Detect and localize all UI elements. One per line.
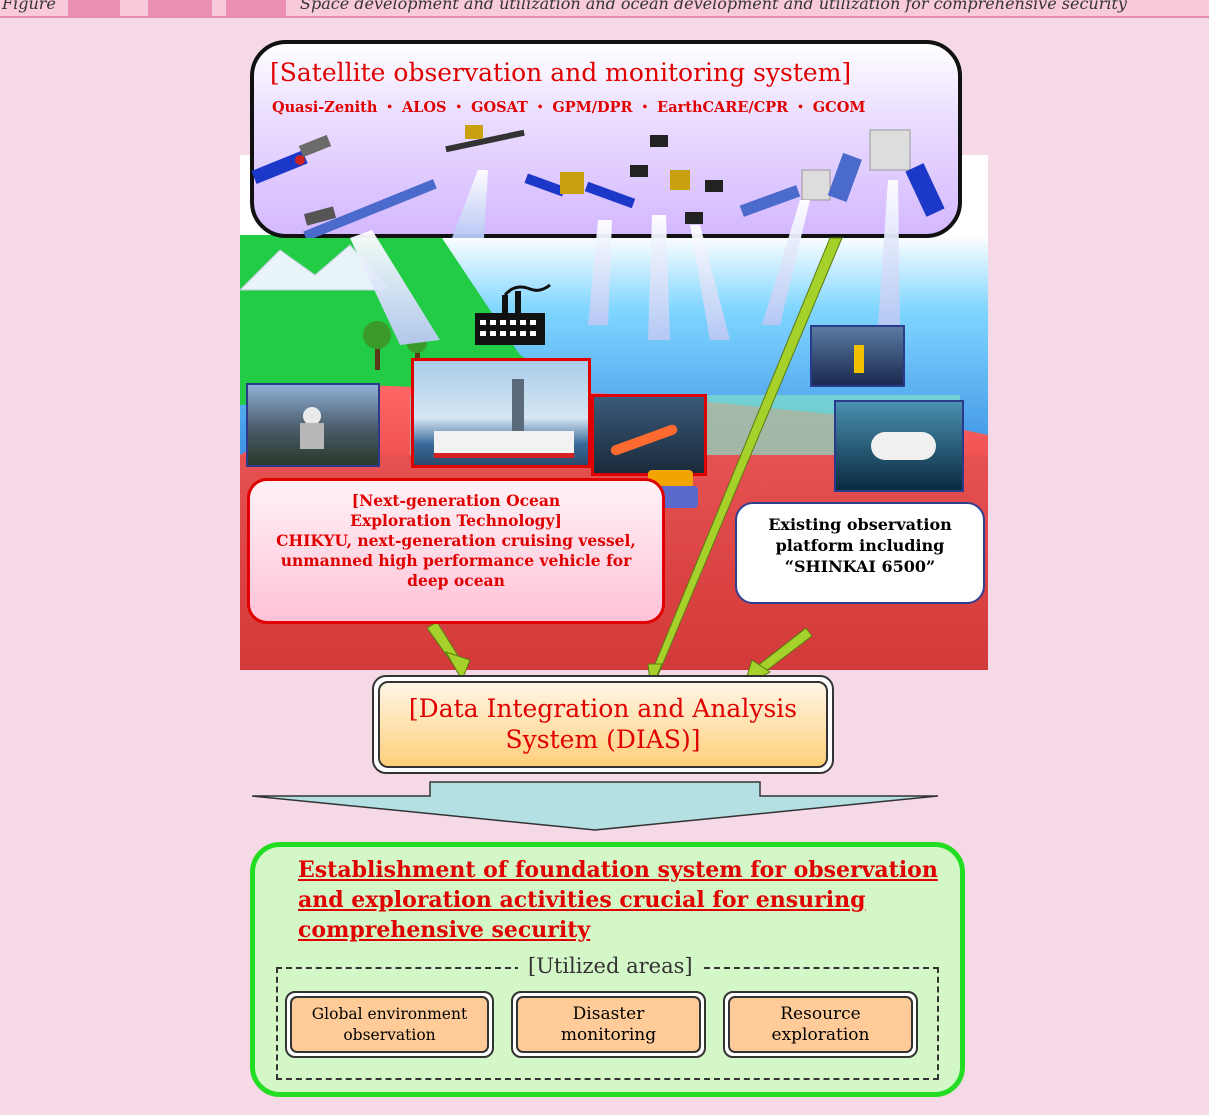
data-flow-arrows [426, 237, 843, 692]
existing-platform-box: Existing observation platform including … [735, 502, 985, 604]
satellite-icon [630, 135, 723, 224]
satellite-system-box [250, 40, 962, 238]
satellite-system-title: [Satellite observation and monitoring sy… [270, 58, 852, 87]
existing-box-line: “SHINKAI 6500” [784, 557, 936, 576]
area-global-environment: Global environment observation [285, 991, 494, 1058]
satellites-illustration [251, 125, 945, 238]
ocean-box-line: unmanned high performance vehicle for [280, 551, 632, 570]
area-label-line: exploration [771, 1024, 870, 1045]
ocean-box-line: [Next-generation Ocean [351, 491, 561, 510]
satellite-icon [251, 134, 332, 184]
area-label-line: Global environment [311, 1004, 468, 1023]
satellite-icon [524, 172, 636, 209]
strip-caption-text: Space development and utilization and oc… [300, 0, 1127, 13]
strip-tab [226, 0, 286, 16]
strip-tab [148, 0, 212, 16]
strip-tab [68, 0, 120, 16]
existing-box-line: Existing observation [768, 515, 952, 534]
foundation-title: Establishment of foundation system for o… [298, 857, 938, 943]
top-strip: Figure Space development and utilization… [0, 0, 1209, 18]
dias-box: [Data Integration and Analysis System (D… [372, 675, 834, 774]
area-disaster-monitoring: Disaster monitoring [511, 991, 706, 1058]
area-label-line: observation [343, 1025, 436, 1044]
utilized-areas-label: [Utilized areas] [518, 954, 703, 978]
shinkai-6500-photo [834, 400, 964, 492]
satellite-list: Quasi-Zenith ・ ALOS ・ GOSAT ・ GPM/DPR ・ … [272, 99, 866, 116]
area-resource-exploration: Resource exploration [723, 991, 918, 1058]
satellite-icon [445, 125, 525, 153]
ocean-box-line: deep ocean [407, 571, 505, 590]
strip-left-text: Figure [2, 0, 56, 13]
dias-title-line: System (DIAS)] [505, 725, 701, 754]
area-label-line: monitoring [560, 1024, 657, 1045]
observation-beams [350, 170, 900, 692]
buoy-photo [810, 325, 905, 387]
ocean-exploration-box: [Next-generation Ocean Exploration Techn… [247, 478, 665, 624]
dias-inner: [Data Integration and Analysis System (D… [378, 681, 828, 768]
dias-title-line: [Data Integration and Analysis [408, 694, 798, 723]
satellite-icon [303, 179, 437, 238]
area-label-line: Disaster [572, 1003, 645, 1024]
observation-station-photo [246, 383, 380, 467]
satellite-icon [739, 152, 862, 217]
ocean-box-line: CHIKYU, next-generation cruising vessel, [276, 531, 636, 550]
ocean-box-line: Exploration Technology] [350, 511, 562, 530]
down-arrow [251, 781, 939, 831]
factory-icon [475, 283, 551, 345]
area-label-line: Resource [780, 1003, 861, 1024]
satellite-icon [869, 129, 945, 217]
chikyu-vessel-photo [411, 358, 591, 468]
existing-box-line: platform including [775, 536, 945, 555]
